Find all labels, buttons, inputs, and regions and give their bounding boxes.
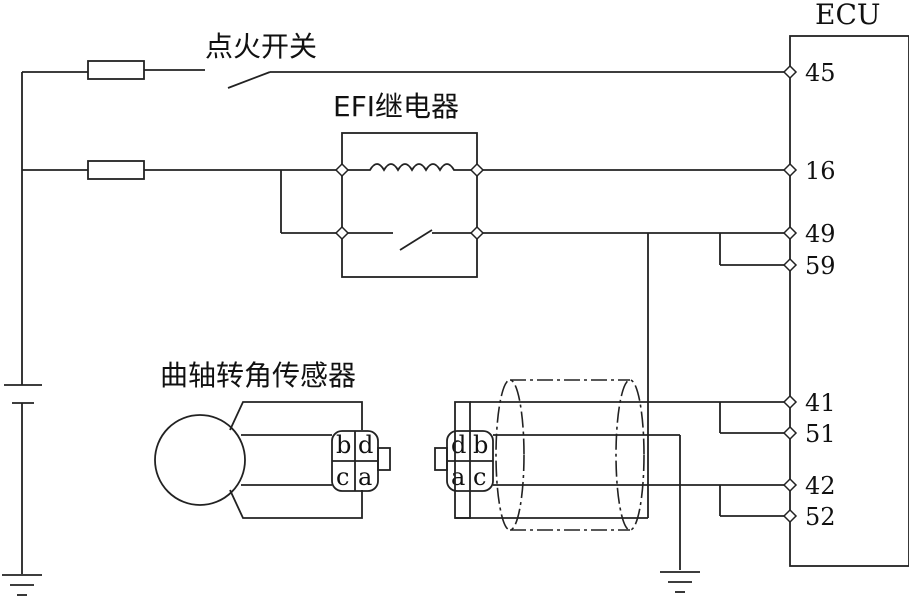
ecu-box: [789, 35, 909, 567]
ecu-pin-42: 42: [805, 472, 836, 500]
relay-contact: [346, 229, 473, 251]
sensor-pin-c: c: [336, 463, 349, 491]
ground-symbol-left: [2, 574, 42, 596]
relay-terminals: [334, 162, 485, 241]
ecu-pin-41: 41: [805, 389, 836, 417]
fuse-1: [87, 60, 145, 80]
ecu-pin-45: 45: [805, 59, 836, 87]
cable-shield: [495, 379, 645, 531]
ecu-pin-49: 49: [805, 220, 836, 248]
ecu-pin-terminals: [782, 64, 798, 524]
harness-pin-d: d: [451, 431, 466, 459]
harness-pin-c: c: [473, 463, 486, 491]
ignition-switch-label: 点火开关: [205, 30, 317, 63]
crank-sensor-label: 曲轴转角传感器: [160, 359, 356, 392]
sensor-connector: [331, 430, 391, 492]
fuse-2: [87, 160, 145, 180]
harness-wires: [454, 401, 784, 570]
crank-sensor-body: [154, 414, 246, 506]
ignition-switch-blade: [227, 71, 271, 89]
ground-symbol-shield: [660, 571, 700, 593]
ecu-pin-16: 16: [805, 157, 836, 185]
sensor-pin-a: a: [358, 463, 372, 491]
harness-pin-a: a: [451, 463, 465, 491]
sensor-pin-d: d: [358, 431, 373, 459]
ecu-label: ECU: [815, 0, 880, 31]
relay-coil: [346, 163, 473, 172]
harness-pin-b: b: [473, 431, 488, 459]
ecu-pin-59: 59: [805, 252, 836, 280]
efi-relay-label: EFI继电器: [333, 90, 459, 123]
sensor-pin-b: b: [336, 431, 351, 459]
ecu-pin-52: 52: [805, 503, 836, 531]
efi-relay-box: [341, 132, 478, 278]
crank-sensor-housing: [229, 401, 363, 519]
battery-symbol: [4, 384, 42, 574]
battery-feed: [21, 71, 88, 385]
ecu-pin-51: 51: [805, 420, 836, 448]
